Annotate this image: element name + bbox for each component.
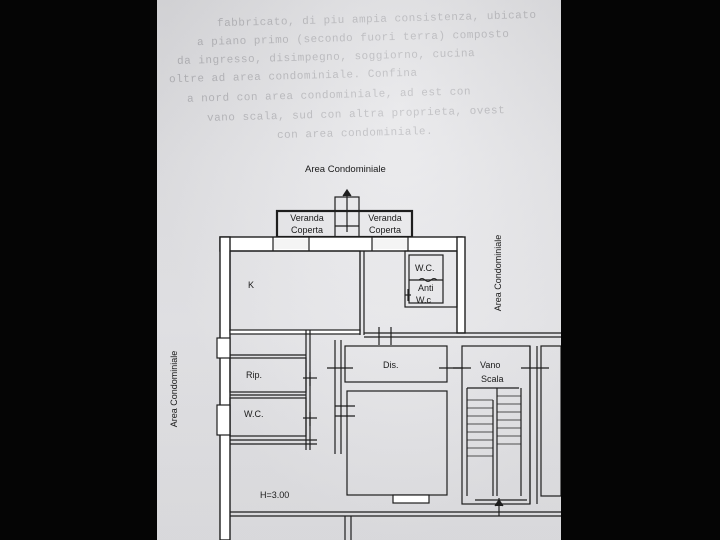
wc-lower-label: W.C. [244,409,264,419]
scala-label: Scala [481,374,504,384]
floor-plan-sheet: fabbricato, di piu ampia consistenza, ub… [157,0,561,540]
wc-lower-room [229,397,307,437]
wc-upper-label: W.C. [415,263,435,273]
veranda-label-right: Veranda [368,213,402,223]
vano-label: Vano [480,360,501,370]
area-condominiale-right-label: Area Condominiale [493,234,503,312]
anti-label: Anti [418,283,434,293]
top-wall [219,236,463,252]
dis-label: Dis. [383,360,399,370]
left-wall [219,236,231,540]
coperta-label-right: Coperta [368,225,402,235]
height-label: H=3.00 [260,490,290,500]
rip-label: Rip. [246,370,263,380]
coperta-label-left: Coperta [290,225,324,235]
floor-plan-drawing [216,188,561,540]
area-condominiale-left-label: Area Condominiale [169,350,179,428]
veranda-label-left: Veranda [290,213,324,223]
area-condominiale-top-label: Area Condominiale [305,164,386,175]
anti-wc-label: W.c [416,295,431,305]
dis-room [344,345,448,383]
central-room [346,390,448,496]
kitchen-room [229,250,361,332]
wc-anti-block [404,250,458,308]
rip-room [229,357,307,393]
kitchen-label: K [248,280,255,290]
